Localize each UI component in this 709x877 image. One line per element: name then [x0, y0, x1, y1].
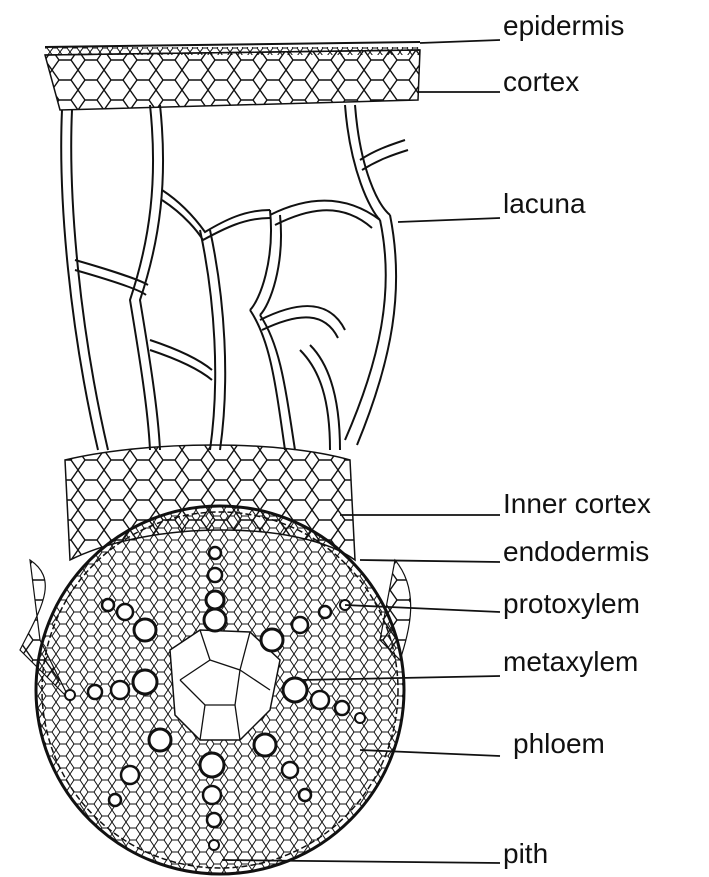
lacuna-region — [61, 105, 408, 450]
label-metaxylem: metaxylem — [503, 648, 638, 676]
label-endodermis: endodermis — [503, 538, 649, 566]
outer-cortex-layer — [45, 50, 420, 110]
label-protoxylem: protoxylem — [503, 590, 640, 618]
stele — [36, 506, 404, 874]
label-cortex: cortex — [503, 68, 579, 96]
label-inner-cortex: Inner cortex — [503, 490, 651, 518]
leader-lacuna — [398, 218, 500, 222]
label-lacuna: lacuna — [503, 190, 586, 218]
leader-endodermis — [360, 560, 500, 562]
label-phloem: phloem — [513, 730, 605, 758]
label-pith: pith — [503, 840, 548, 868]
leader-epidermis — [420, 40, 500, 43]
label-epidermis: epidermis — [503, 12, 624, 40]
